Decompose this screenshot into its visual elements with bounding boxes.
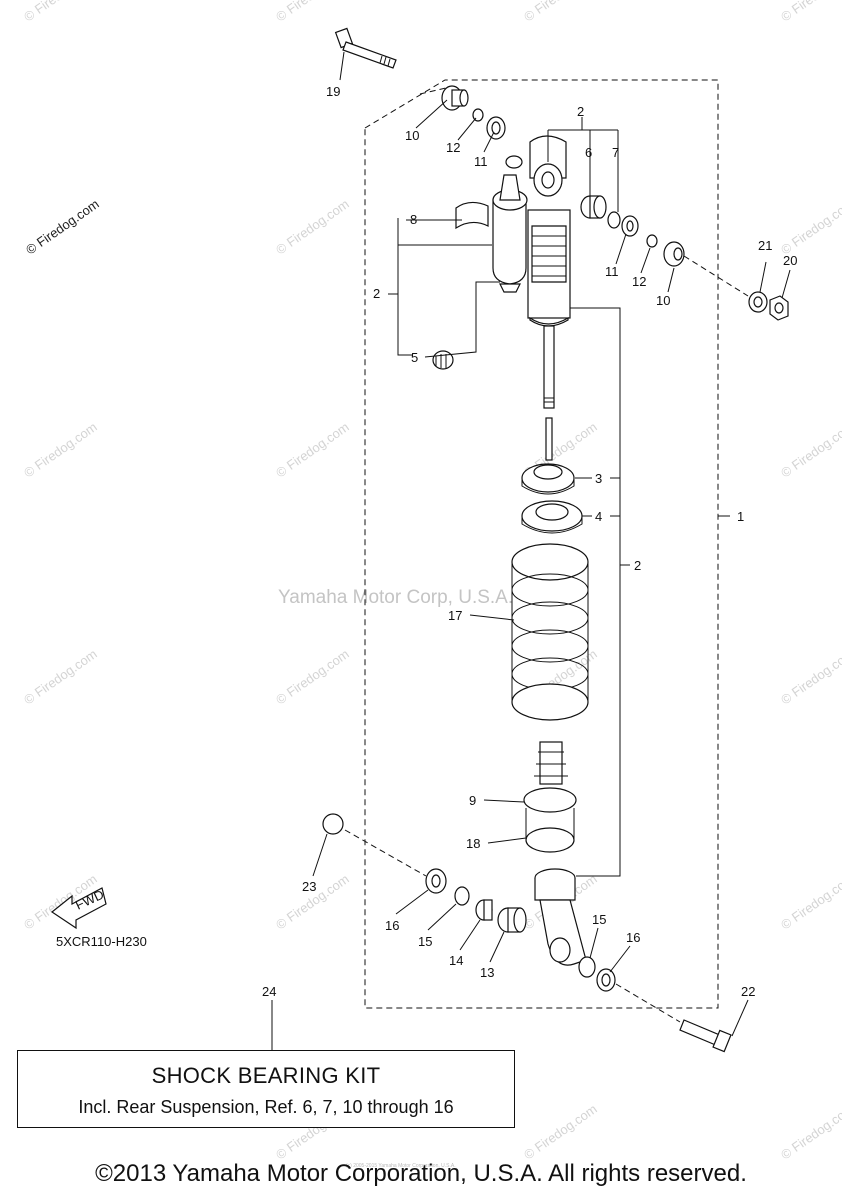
watermark: © Firedog.com bbox=[778, 419, 842, 480]
watermark: © Firedog.com bbox=[273, 646, 352, 707]
spring-guide-18 bbox=[525, 808, 575, 853]
callout-15: 15 bbox=[418, 934, 432, 949]
seal-15-left bbox=[454, 886, 470, 906]
lower-eye bbox=[534, 868, 587, 966]
rod bbox=[545, 417, 553, 461]
collar-14 bbox=[475, 899, 493, 921]
collar-16-right bbox=[596, 968, 616, 992]
callouts: 19 10 12 11 2 6 7 8 2 5 11 12 10 21 20 3… bbox=[262, 84, 797, 999]
callout-2: 2 bbox=[634, 558, 641, 573]
cap-5 bbox=[432, 350, 454, 370]
callout-2: 2 bbox=[577, 104, 584, 119]
callout-21: 21 bbox=[758, 238, 772, 253]
callout-12: 12 bbox=[632, 274, 646, 289]
collar-10-top bbox=[441, 85, 469, 111]
watermark-center: Yamaha Motor Corp, U.S.A. bbox=[278, 587, 513, 608]
callout-18: 18 bbox=[466, 836, 480, 851]
watermark: © Firedog.com bbox=[778, 1101, 842, 1162]
callout-8: 8 bbox=[410, 212, 417, 227]
spring-17 bbox=[511, 543, 589, 721]
o-ring-12-right bbox=[646, 234, 658, 248]
callout-16: 16 bbox=[626, 930, 640, 945]
collar-23 bbox=[322, 813, 344, 835]
callout-11: 11 bbox=[605, 264, 619, 279]
watermark: © Firedog.com bbox=[23, 196, 102, 257]
callout-5: 5 bbox=[411, 350, 418, 365]
watermark: © Firedog.com bbox=[778, 0, 842, 24]
watermark: © Firedog.com bbox=[521, 0, 600, 24]
collar-10-right bbox=[663, 241, 685, 267]
assembly-outline bbox=[364, 79, 719, 1009]
bearing-13 bbox=[497, 907, 527, 933]
callout-16: 16 bbox=[385, 918, 399, 933]
callout-4: 4 bbox=[595, 509, 602, 524]
watermark-layer: © Firedog.com © Firedog.com © Firedog.co… bbox=[21, 0, 842, 1162]
ring-nut-3 bbox=[521, 463, 575, 495]
copyright-notice: ©2013 Yamaha Motor Corporation, U.S.A. A… bbox=[95, 1160, 747, 1187]
bearing-6 bbox=[580, 195, 607, 219]
collar-16-left bbox=[425, 868, 447, 894]
ring-nut-4 bbox=[521, 500, 583, 534]
callout-20: 20 bbox=[783, 253, 797, 268]
callout-1: 1 bbox=[737, 509, 744, 524]
bolt-19 bbox=[334, 27, 397, 69]
callout-23: 23 bbox=[302, 879, 316, 894]
callout-14: 14 bbox=[449, 953, 463, 968]
bump-stop-9 bbox=[523, 741, 577, 813]
callout-24: 24 bbox=[262, 984, 276, 999]
watermark: © Firedog.com bbox=[21, 419, 100, 480]
callout-2: 2 bbox=[373, 286, 380, 301]
kit-note-box: SHOCK BEARING KIT Incl. Rear Suspension,… bbox=[17, 1050, 515, 1128]
seal-7 bbox=[607, 211, 621, 229]
washer-21 bbox=[748, 291, 768, 313]
kit-title: SHOCK BEARING KIT bbox=[151, 1063, 381, 1088]
leader-lines bbox=[271, 51, 791, 1050]
kit-description: Incl. Rear Suspension, Ref. 6, 7, 10 thr… bbox=[78, 1097, 454, 1117]
seal-11-right bbox=[621, 215, 639, 237]
seal-11-top bbox=[486, 116, 506, 140]
callout-10: 10 bbox=[656, 293, 670, 308]
shock-body bbox=[527, 135, 571, 409]
watermark: © Firedog.com bbox=[521, 1101, 600, 1162]
watermark: © Firedog.com bbox=[778, 196, 842, 257]
nut-20 bbox=[769, 295, 789, 321]
watermark: © Firedog.com bbox=[21, 0, 100, 24]
bolt-22 bbox=[679, 1019, 732, 1053]
callout-11: 11 bbox=[474, 154, 488, 169]
diagram-code: 5XCR110-H230 bbox=[56, 934, 147, 949]
reservoir bbox=[492, 155, 528, 293]
watermark: © Firedog.com bbox=[273, 419, 352, 480]
seal-15-right bbox=[578, 956, 596, 978]
watermark: © Firedog.com bbox=[778, 646, 842, 707]
callout-6: 6 bbox=[585, 145, 592, 160]
callout-15: 15 bbox=[592, 912, 606, 927]
microtext: (c) 2005-2015 Yamaha Motor Corporation, … bbox=[346, 1163, 456, 1169]
watermark: © Firedog.com bbox=[273, 0, 352, 24]
watermark: © Firedog.com bbox=[778, 871, 842, 932]
callout-12: 12 bbox=[446, 140, 460, 155]
callout-22: 22 bbox=[741, 984, 755, 999]
band-8 bbox=[455, 201, 489, 230]
callout-3: 3 bbox=[595, 471, 602, 486]
callout-7: 7 bbox=[612, 145, 619, 160]
callout-9: 9 bbox=[469, 793, 476, 808]
callout-13: 13 bbox=[480, 965, 494, 980]
callout-17: 17 bbox=[448, 608, 462, 623]
callout-19: 19 bbox=[326, 84, 340, 99]
watermark: © Firedog.com bbox=[21, 646, 100, 707]
callout-10: 10 bbox=[405, 128, 419, 143]
watermark: © Firedog.com bbox=[273, 196, 352, 257]
